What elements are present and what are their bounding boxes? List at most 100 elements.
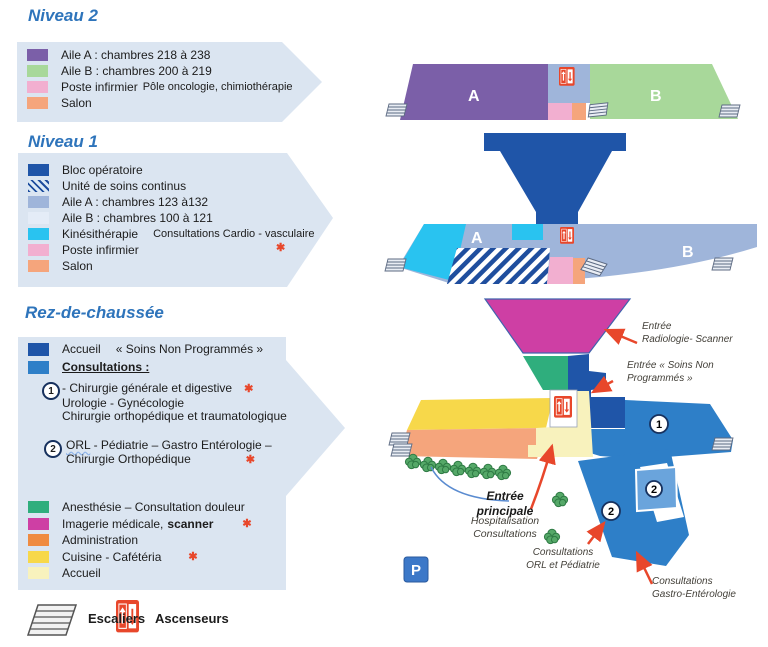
zone1-line: Chirurgie orthopédique et traumatologiqu… [62,409,287,423]
legend-item-label: Accueil [62,566,101,581]
legend-item: Salon [17,95,322,111]
legend-item-label-extra: Consultations Cardio - vasculaire [153,228,315,240]
zone2-plan-badge: 2 [601,501,621,521]
driveway-curve [430,466,510,502]
niveau2-salon-area [572,103,586,120]
color-swatch [28,342,49,356]
niveau2-aile-b-area [590,64,738,119]
legend-item: Consultations : [18,359,149,375]
rdc-legend: Accueil « Soins Non Programmés » Consult… [18,337,345,590]
legend-item-label: Accueil [62,342,101,356]
legend-item: Accueil [18,565,345,582]
zone2-line: Chirurgie Orthopédique✱ [66,451,255,466]
legend-item-label: Salon [62,259,93,273]
zone2-line: ORL - Pédiatrie – Gastro Entérologie – [66,438,272,452]
color-swatch [27,65,48,77]
ascenseurs-label: Ascenseurs [155,611,229,626]
zone1-plan-badge: 1 [649,414,669,434]
niveau2-wing-a-label: A [468,88,480,105]
color-swatch [28,244,49,256]
gastro-arrow [635,550,654,585]
legend-item-label: Administration [62,533,139,548]
svg-text:2: 2 [651,484,657,496]
soins-entrance-arrow [590,375,614,394]
asterisk-marker: ✱ [188,551,198,564]
main-entrance-subtitle: Hospitalisation Consultations [470,515,540,541]
niveau2-aile-a-area [400,64,548,120]
escaliers-label: Escaliers [88,611,146,626]
legend-item: Cuisine - Cafétéria ✱ [18,549,345,566]
color-swatch [27,49,48,61]
orl-pediatrie-note: Consultations ORL et Pédiatrie [526,547,600,571]
main-entrance-arrow [529,443,556,510]
legend-item-label: Cuisine - Cafétéria [62,549,162,564]
niveau1-salon-area [573,258,585,284]
stairs-icon [711,437,734,451]
tree-icon [494,464,512,481]
niveau1-plan: A B [384,224,757,284]
orl-arrow [586,521,606,545]
legend-item-label: Bloc opératoire [62,163,143,177]
niveau1-poste-infirmier-area [547,257,573,284]
color-swatch [27,97,48,109]
legend-item-label-extra: Pôle oncologie, chimiothérapie [142,81,293,93]
legend-item: Bloc opératoire [18,162,333,178]
zone1-badge: 1 [42,382,60,400]
escaliers-legend-icon [26,604,78,636]
color-swatch [28,360,49,374]
niveau1-wing-a-label: A [471,230,483,247]
color-swatch [28,534,49,547]
bloc-operatoire-funnel-area [484,133,626,224]
legend-item: Poste infirmier [18,242,333,258]
legend-item-label: Aile A : chambres 218 à 238 [61,48,211,62]
tree-icon [551,491,569,508]
color-swatch [27,81,48,93]
legend-item-label: Aile A : chambres 123 à132 [62,195,209,209]
color-swatch [28,196,49,208]
stairs-icon [718,104,741,118]
legend-item: Poste infirmier Pôle oncologie, chimioth… [17,79,322,95]
legend-item: Aile B : chambres 100 à 121 [18,210,333,226]
color-swatch [28,501,49,514]
niveau1-wing-b-label: B [682,244,694,261]
niveau1-kinesitherapie-area [399,224,466,281]
asterisk-marker: ✱ [245,453,255,466]
rdc-title: Rez-de-chaussée [25,303,164,322]
rdc-accueil-snp-area [568,354,625,428]
legend-item-label: Aile B : chambres 200 à 219 [61,64,212,78]
niveau1-title: Niveau 1 [28,132,98,151]
stairs-icon [388,432,411,446]
stairs-icon [711,257,734,271]
legend-item: Salon [18,258,333,274]
legend-item: Anesthésie – Consultation douleur [18,499,345,516]
main-entrance-title: Entrée principale [476,489,534,518]
svg-text:1: 1 [656,419,662,431]
tree-icon [434,458,452,475]
color-swatch [28,164,49,176]
niveau2-wing-b-label: B [650,88,662,105]
tree-icon [479,463,497,480]
legend-item: Kinésithérapie Consultations Cardio - va… [18,226,333,242]
legend-item-label: Imagerie médicale, [62,516,164,531]
legend-arrow-shape [17,42,322,122]
zone1-line: Urologie - Gynécologie [62,395,185,410]
legend-item: Aile B : chambres 200 à 219 [17,63,322,79]
stairs-icon [390,443,413,457]
rdc-imagerie-area [483,298,632,354]
color-swatch [28,567,49,580]
legend-item-note: « Soins Non Programmés » [115,342,264,356]
color-swatch [28,212,49,224]
legend-item: Unité de soins continus [18,178,333,194]
legend-item: Administration [18,532,345,549]
legend-arrow-shape [18,153,333,287]
parking-sign-label: P [411,562,421,579]
stairs-icon [384,258,407,272]
legend-item-label: Salon [61,96,92,110]
hatched-swatch [28,180,49,192]
zone2-badge: 2 [44,440,62,458]
niveau2-poste-infirmier-area [548,103,572,120]
zone2-description: ORL - Pédiatrie – Gastro Entérologie – C… [66,438,272,467]
stairs-icon [586,102,610,118]
soins-entrance-note: Entrée « Soins Non Programmés » [627,360,714,384]
